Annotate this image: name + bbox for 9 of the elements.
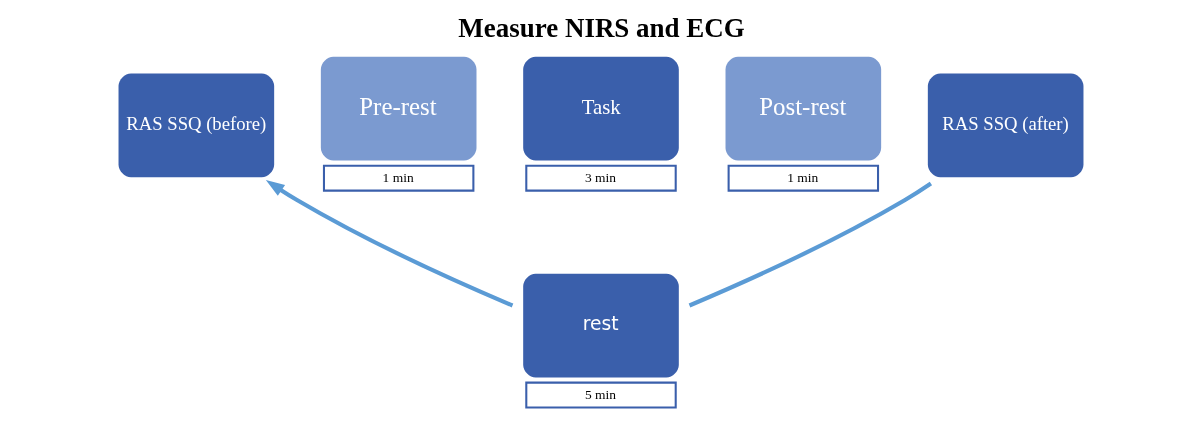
node-label: 1 min — [787, 169, 819, 185]
diagram-title: Measure NIRS and ECG — [458, 12, 745, 43]
node-label: 5 min — [584, 386, 616, 402]
node-box: RAS SSQ (before) — [118, 73, 275, 178]
node-label: 1 min — [382, 169, 414, 185]
connector — [688, 181, 933, 308]
node-box: RAS SSQ (after) — [927, 73, 1084, 178]
node-label: 3 min — [584, 169, 616, 185]
arrow — [265, 180, 514, 308]
